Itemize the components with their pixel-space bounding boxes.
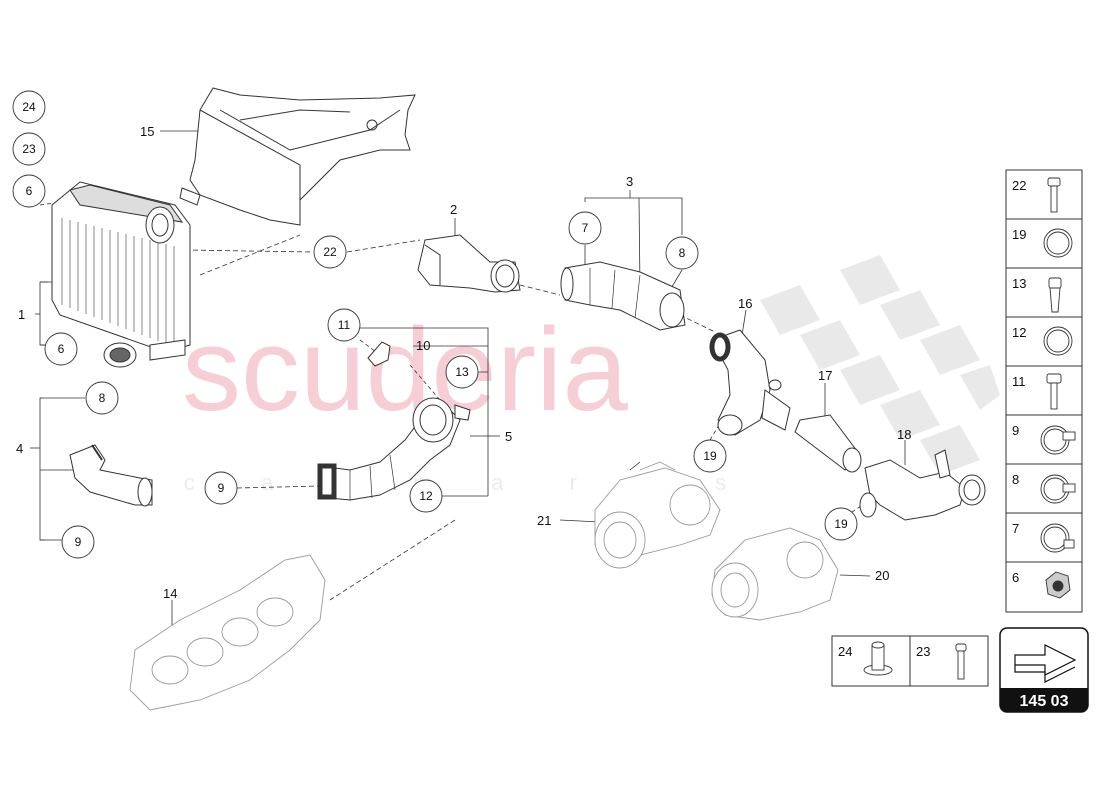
- callout-6-lower: 6: [44, 332, 78, 366]
- callout-8-right: 8: [665, 236, 699, 270]
- page-reference: 145 03: [999, 627, 1089, 713]
- label-4: 4: [16, 441, 23, 456]
- callout-13: 13: [445, 355, 479, 389]
- watermark-brand: scuderia: [182, 304, 628, 436]
- legend-item-0: 22: [1012, 178, 1026, 193]
- label-18: 18: [897, 427, 911, 442]
- stud-bolt-icon: [1048, 277, 1062, 313]
- callout-8-left-text: 8: [99, 391, 106, 405]
- callout-8-left: 8: [85, 381, 119, 415]
- label-14: 14: [163, 586, 177, 601]
- callout-23-text: 23: [22, 142, 36, 156]
- worm-clamp-icon: [1040, 474, 1076, 504]
- callout-23: 23: [12, 132, 46, 166]
- legend-item-6: 8: [1012, 472, 1019, 487]
- callout-9-left-text: 9: [75, 535, 82, 549]
- callout-22-text: 22: [323, 245, 337, 259]
- spring-clamp-icon: [1040, 523, 1075, 553]
- hose-clamp-icon: [1040, 425, 1076, 455]
- checker-flag-watermark: [760, 255, 1000, 475]
- label-16: 16: [738, 296, 752, 311]
- intercooler-part: [51, 181, 191, 368]
- legend-bottom-1: 23: [916, 644, 930, 659]
- bolt-icon: [1047, 177, 1061, 213]
- intake-pipe-part: [417, 234, 521, 293]
- callout-9-left: 9: [61, 525, 95, 559]
- label-5: 5: [505, 429, 512, 444]
- label-1: 1: [18, 307, 25, 322]
- callout-8-right-text: 8: [679, 246, 686, 260]
- callout-6-top: 6: [12, 174, 46, 208]
- callout-19-lower-text: 19: [834, 517, 848, 531]
- callout-9-center: 9: [204, 471, 238, 505]
- callout-6-top-text: 6: [26, 184, 33, 198]
- callout-19-upper-text: 19: [703, 449, 717, 463]
- callout-9-center-text: 9: [218, 481, 225, 495]
- intercooler-fins: [61, 218, 175, 347]
- turbocharger-20: [711, 527, 839, 621]
- label-2: 2: [450, 202, 457, 217]
- hose-sleeve-part: [794, 414, 862, 473]
- label-3: 3: [626, 174, 633, 189]
- callout-circles: 24 23 6 6 22 7 8 8 11 13 9 12 9 19 19: [12, 90, 858, 559]
- label-10: 10: [416, 338, 430, 353]
- elbow-pipe-part: [709, 329, 791, 436]
- grommet-icon: [863, 641, 893, 676]
- callout-7: 7: [568, 211, 602, 245]
- callout-6-lower-text: 6: [58, 342, 65, 356]
- label-17: 17: [818, 368, 832, 383]
- page-ref-text: 145 03: [1020, 693, 1069, 710]
- o-ring-icon: [1043, 228, 1073, 258]
- legend-item-4: 11: [1012, 374, 1026, 389]
- legend-item-1: 19: [1012, 227, 1026, 242]
- callout-13-text: 13: [455, 365, 469, 379]
- intake-manifold-part: [129, 554, 326, 711]
- legend-bottom-0: 24: [838, 644, 852, 659]
- air-duct-part: [179, 87, 416, 226]
- throttle-pipe-part: [317, 397, 471, 501]
- callout-12-text: 12: [419, 489, 433, 503]
- screw-icon: [955, 643, 967, 680]
- next-arrow-icon: [1014, 644, 1077, 683]
- legend-item-7: 7: [1012, 521, 1019, 536]
- callout-11: 11: [327, 308, 361, 342]
- bracket-part: [367, 341, 391, 367]
- callout-24: 24: [12, 90, 46, 124]
- callout-22: 22: [313, 235, 347, 269]
- watermark: scuderia c a r p a r t s: [182, 255, 1000, 495]
- hex-nut-icon: [1045, 571, 1071, 599]
- callout-19-lower: 19: [824, 507, 858, 541]
- label-21: 21: [537, 513, 551, 528]
- label-15: 15: [140, 124, 154, 139]
- outlet-pipe-part: [859, 449, 986, 521]
- legend-item-8: 6: [1012, 570, 1019, 585]
- legend-item-2: 13: [1012, 276, 1026, 291]
- label-20: 20: [875, 568, 889, 583]
- legend-item-3: 12: [1012, 325, 1026, 340]
- callout-7-text: 7: [582, 221, 589, 235]
- flange-bolt-icon: [1046, 373, 1062, 410]
- callout-24-text: 24: [22, 100, 36, 114]
- rubber-hose-part: [69, 444, 153, 507]
- callout-11-text: 11: [338, 318, 351, 332]
- seal-ring-icon: [1043, 326, 1073, 356]
- turbocharger-21: [594, 461, 721, 569]
- callout-19-upper: 19: [693, 439, 727, 473]
- charge-pipe-part: [560, 261, 686, 331]
- part-labels: 15 1 2 3 16 10 17 5 4 18 21 20 14: [16, 124, 911, 601]
- bottom-legend: 24 23: [831, 635, 989, 687]
- fastener-legend: 22 19 13 12 11 9 8 7 6: [1005, 169, 1083, 613]
- legend-item-5: 9: [1012, 423, 1019, 438]
- callout-12: 12: [409, 479, 443, 513]
